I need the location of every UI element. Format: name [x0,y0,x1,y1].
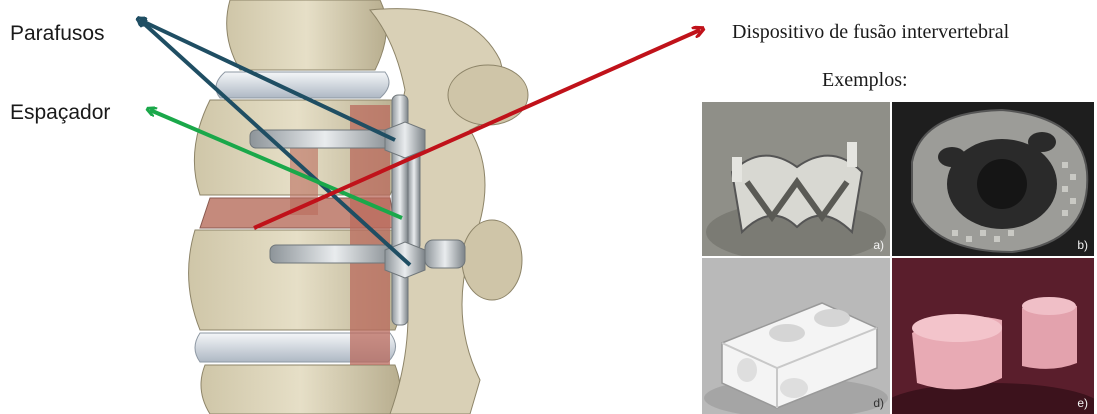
spacer-label: Espaçador [10,102,110,123]
spine-illustration [170,0,600,414]
panel-d-caption: d) [873,396,884,410]
panel-e-caption: e) [1077,396,1088,410]
examples-label: Exemplos: [822,70,908,90]
example-panel-b: b) [892,102,1094,256]
panel-a-caption: a) [873,238,884,252]
device-label: Dispositivo de fusão intervertebral [732,22,1009,42]
example-panel-d: d) [702,258,890,414]
example-panel-a: a) [702,102,890,256]
example-panel-e: e) [892,258,1094,414]
panel-b-caption: b) [1077,238,1088,252]
examples-grid: a) b) [702,102,1094,414]
screws-label: Parafusos [10,23,105,44]
